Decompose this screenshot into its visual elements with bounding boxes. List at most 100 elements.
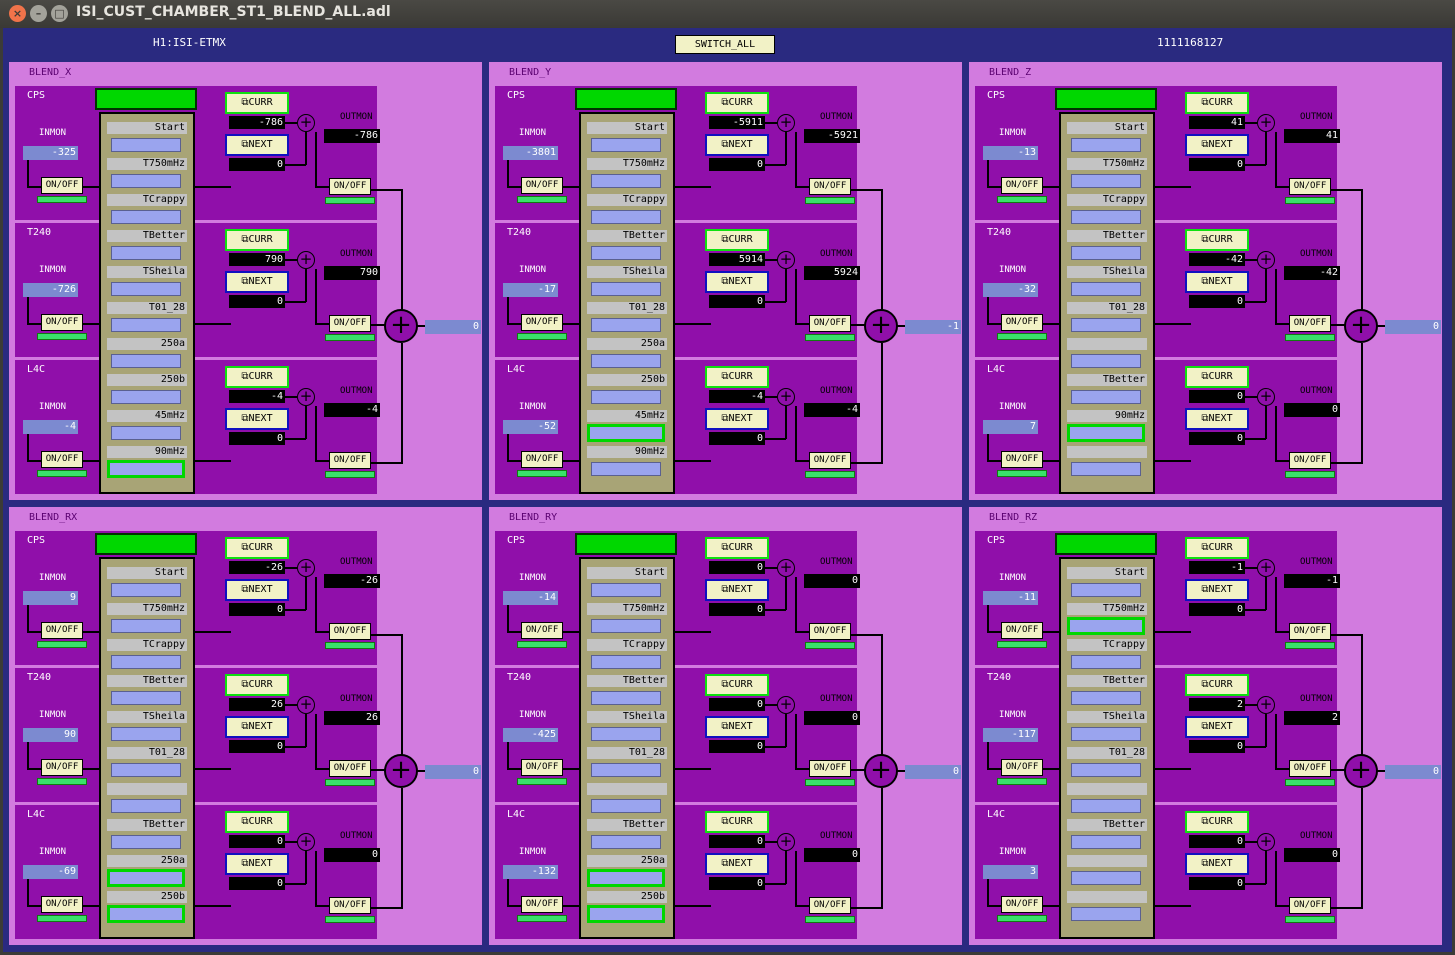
minimize-icon[interactable]: – xyxy=(30,5,47,22)
filter-button[interactable] xyxy=(1071,390,1141,404)
close-icon[interactable]: × xyxy=(9,5,26,22)
filter-button[interactable] xyxy=(111,763,181,777)
filter-button[interactable] xyxy=(1071,282,1141,296)
filter-button[interactable] xyxy=(1067,617,1145,635)
filter-button[interactable] xyxy=(111,799,181,813)
curr-button[interactable]: ⧉CURR xyxy=(227,94,287,112)
filter-button[interactable] xyxy=(107,869,185,887)
filter-button[interactable] xyxy=(111,619,181,633)
filter-button[interactable] xyxy=(1071,583,1141,597)
curr-button[interactable]: ⧉CURR xyxy=(707,539,767,557)
filter-button[interactable] xyxy=(591,246,661,260)
curr-button[interactable]: ⧉CURR xyxy=(707,231,767,249)
outmon-onoff-button[interactable]: ON/OFF xyxy=(1289,315,1331,332)
next-button[interactable]: ⧉NEXT xyxy=(1187,718,1247,736)
outmon-onoff-button[interactable]: ON/OFF xyxy=(1289,178,1331,195)
curr-button[interactable]: ⧉CURR xyxy=(1187,231,1247,249)
filter-button[interactable] xyxy=(1071,655,1141,669)
curr-button[interactable]: ⧉CURR xyxy=(1187,813,1247,831)
filter-button[interactable] xyxy=(111,655,181,669)
filter-button[interactable] xyxy=(1071,174,1141,188)
filter-button[interactable] xyxy=(111,390,181,404)
filter-button[interactable] xyxy=(591,354,661,368)
inmon-onoff-button[interactable]: ON/OFF xyxy=(41,314,83,331)
inmon-onoff-button[interactable]: ON/OFF xyxy=(41,177,83,194)
filter-button[interactable] xyxy=(107,460,185,478)
filter-button[interactable] xyxy=(591,138,661,152)
inmon-onoff-button[interactable]: ON/OFF xyxy=(521,759,563,776)
switch-all-button[interactable]: SWITCH_ALL xyxy=(675,35,775,54)
filter-button[interactable] xyxy=(111,138,181,152)
filter-button[interactable] xyxy=(591,282,661,296)
next-button[interactable]: ⧉NEXT xyxy=(227,273,287,291)
curr-button[interactable]: ⧉CURR xyxy=(1187,539,1247,557)
filter-button[interactable] xyxy=(111,246,181,260)
curr-button[interactable]: ⧉CURR xyxy=(707,676,767,694)
filter-button[interactable] xyxy=(1071,907,1141,921)
next-button[interactable]: ⧉NEXT xyxy=(227,136,287,154)
filter-button[interactable] xyxy=(587,869,665,887)
outmon-onoff-button[interactable]: ON/OFF xyxy=(329,760,371,777)
filter-button[interactable] xyxy=(591,390,661,404)
outmon-onoff-button[interactable]: ON/OFF xyxy=(1289,897,1331,914)
curr-button[interactable]: ⧉CURR xyxy=(227,539,287,557)
inmon-onoff-button[interactable]: ON/OFF xyxy=(41,622,83,639)
curr-button[interactable]: ⧉CURR xyxy=(227,231,287,249)
outmon-onoff-button[interactable]: ON/OFF xyxy=(329,178,371,195)
outmon-onoff-button[interactable]: ON/OFF xyxy=(329,452,371,469)
curr-button[interactable]: ⧉CURR xyxy=(227,676,287,694)
inmon-onoff-button[interactable]: ON/OFF xyxy=(521,622,563,639)
filter-button[interactable] xyxy=(591,210,661,224)
filter-button[interactable] xyxy=(111,354,181,368)
inmon-onoff-button[interactable]: ON/OFF xyxy=(521,314,563,331)
filter-button[interactable] xyxy=(591,835,661,849)
filter-button[interactable] xyxy=(1071,727,1141,741)
filter-button[interactable] xyxy=(591,799,661,813)
filter-button[interactable] xyxy=(111,691,181,705)
filter-button[interactable] xyxy=(1071,462,1141,476)
filter-button[interactable] xyxy=(1071,246,1141,260)
filter-button[interactable] xyxy=(591,174,661,188)
filter-button[interactable] xyxy=(111,835,181,849)
next-button[interactable]: ⧉NEXT xyxy=(1187,410,1247,428)
filter-button[interactable] xyxy=(107,905,185,923)
inmon-onoff-button[interactable]: ON/OFF xyxy=(1001,177,1043,194)
inmon-onoff-button[interactable]: ON/OFF xyxy=(41,896,83,913)
next-button[interactable]: ⧉NEXT xyxy=(227,581,287,599)
outmon-onoff-button[interactable]: ON/OFF xyxy=(809,760,851,777)
filter-button[interactable] xyxy=(587,905,665,923)
outmon-onoff-button[interactable]: ON/OFF xyxy=(1289,623,1331,640)
filter-button[interactable] xyxy=(111,426,181,440)
filter-button[interactable] xyxy=(591,318,661,332)
curr-button[interactable]: ⧉CURR xyxy=(707,94,767,112)
inmon-onoff-button[interactable]: ON/OFF xyxy=(41,759,83,776)
inmon-onoff-button[interactable]: ON/OFF xyxy=(41,451,83,468)
outmon-onoff-button[interactable]: ON/OFF xyxy=(329,623,371,640)
next-button[interactable]: ⧉NEXT xyxy=(707,410,767,428)
next-button[interactable]: ⧉NEXT xyxy=(707,718,767,736)
inmon-onoff-button[interactable]: ON/OFF xyxy=(1001,451,1043,468)
filter-button[interactable] xyxy=(111,318,181,332)
outmon-onoff-button[interactable]: ON/OFF xyxy=(1289,452,1331,469)
outmon-onoff-button[interactable]: ON/OFF xyxy=(329,315,371,332)
next-button[interactable]: ⧉NEXT xyxy=(1187,855,1247,873)
filter-button[interactable] xyxy=(1071,799,1141,813)
inmon-onoff-button[interactable]: ON/OFF xyxy=(521,451,563,468)
filter-button[interactable] xyxy=(1071,871,1141,885)
curr-button[interactable]: ⧉CURR xyxy=(227,368,287,386)
inmon-onoff-button[interactable]: ON/OFF xyxy=(1001,759,1043,776)
filter-button[interactable] xyxy=(591,619,661,633)
curr-button[interactable]: ⧉CURR xyxy=(707,368,767,386)
filter-button[interactable] xyxy=(591,583,661,597)
filter-button[interactable] xyxy=(591,462,661,476)
outmon-onoff-button[interactable]: ON/OFF xyxy=(809,315,851,332)
outmon-onoff-button[interactable]: ON/OFF xyxy=(809,452,851,469)
filter-button[interactable] xyxy=(1071,210,1141,224)
inmon-onoff-button[interactable]: ON/OFF xyxy=(1001,896,1043,913)
filter-button[interactable] xyxy=(1071,318,1141,332)
outmon-onoff-button[interactable]: ON/OFF xyxy=(809,897,851,914)
filter-button[interactable] xyxy=(591,691,661,705)
curr-button[interactable]: ⧉CURR xyxy=(707,813,767,831)
filter-button[interactable] xyxy=(1071,354,1141,368)
next-button[interactable]: ⧉NEXT xyxy=(1187,136,1247,154)
